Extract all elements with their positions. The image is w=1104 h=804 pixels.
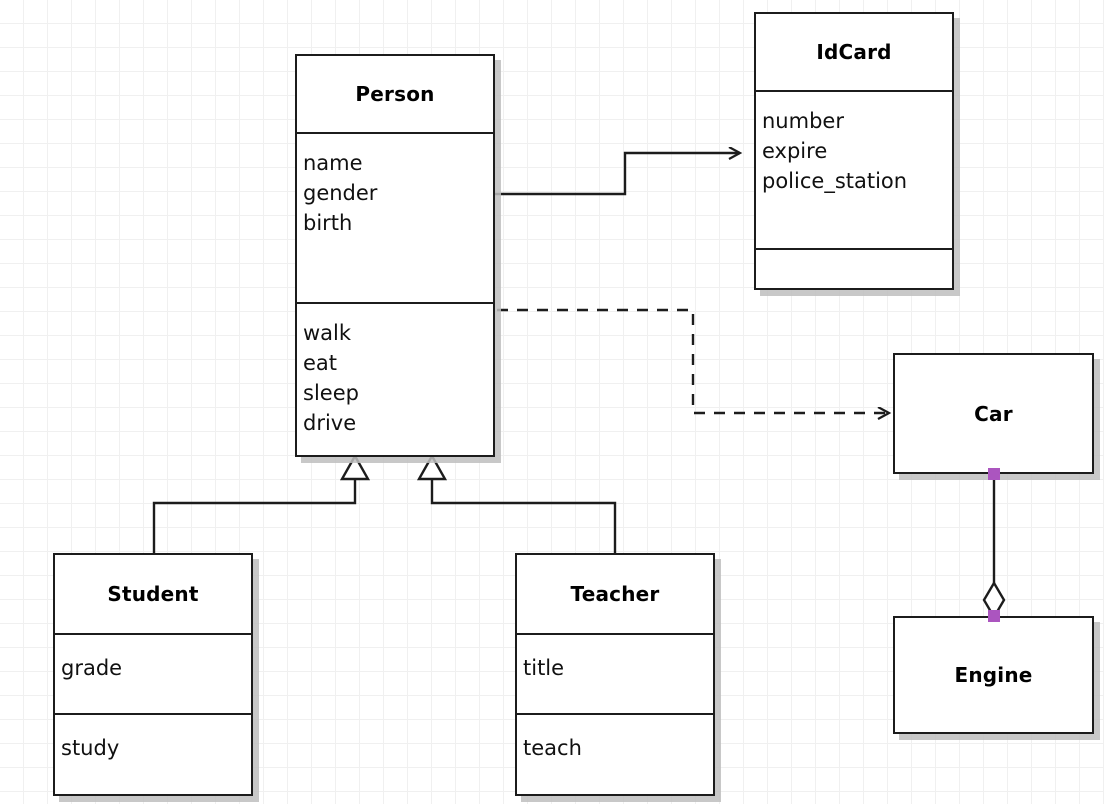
attribute-item: name [303, 151, 363, 175]
method-item: drive [303, 411, 357, 435]
class-idcard-title: IdCard [756, 14, 952, 90]
class-name: IdCard [816, 40, 892, 64]
method-item: sleep [303, 381, 359, 405]
class-person-title: Person [297, 56, 493, 132]
method-item: teach [523, 736, 582, 760]
class-car[interactable]: Car [893, 353, 1094, 474]
dependency-person-car[interactable] [497, 308, 889, 413]
attribute-item: expire [762, 139, 828, 163]
class-name: Teacher [570, 582, 660, 606]
class-student-methods: study [55, 713, 251, 794]
class-name: Engine [954, 663, 1033, 687]
attribute-item: police_station [762, 169, 908, 193]
class-engine-title: Engine [895, 618, 1092, 732]
method-item: walk [303, 321, 352, 345]
class-name: Car [974, 401, 1013, 426]
class-student[interactable]: Student grade study [53, 553, 253, 796]
class-teacher-attributes: title [517, 633, 713, 713]
attribute-item: number [762, 109, 844, 133]
class-teacher-title: Teacher [517, 555, 713, 633]
class-idcard[interactable]: IdCard number expire police_station [754, 12, 954, 290]
class-idcard-attributes: number expire police_station [756, 90, 952, 248]
generalization-student-person[interactable] [152, 453, 371, 553]
method-item: study [61, 736, 120, 760]
class-person[interactable]: Person name gender birth walk eat sleep … [295, 54, 495, 457]
attribute-item: title [523, 656, 565, 680]
generalization-teacher-person[interactable] [416, 453, 617, 553]
class-student-attributes: grade [55, 633, 251, 713]
aggregation-car-engine[interactable] [982, 474, 1006, 620]
class-engine[interactable]: Engine [893, 616, 1094, 734]
attribute-item: gender [303, 181, 378, 205]
association-person-idcard[interactable] [495, 153, 740, 196]
class-name: Student [107, 582, 199, 606]
class-person-attributes: name gender birth [297, 132, 493, 302]
link-handle-car-end[interactable] [988, 468, 1000, 480]
link-handle-engine-end[interactable] [988, 610, 1000, 622]
class-teacher-methods: teach [517, 713, 713, 794]
method-item: eat [303, 351, 338, 375]
class-idcard-methods [756, 248, 952, 288]
class-car-title: Car [895, 355, 1092, 472]
class-person-methods: walk eat sleep drive [297, 302, 493, 455]
class-name: Person [355, 82, 435, 106]
attribute-item: grade [61, 656, 123, 680]
class-student-title: Student [55, 555, 251, 633]
attribute-item: birth [303, 211, 353, 235]
class-teacher[interactable]: Teacher title teach [515, 553, 715, 796]
